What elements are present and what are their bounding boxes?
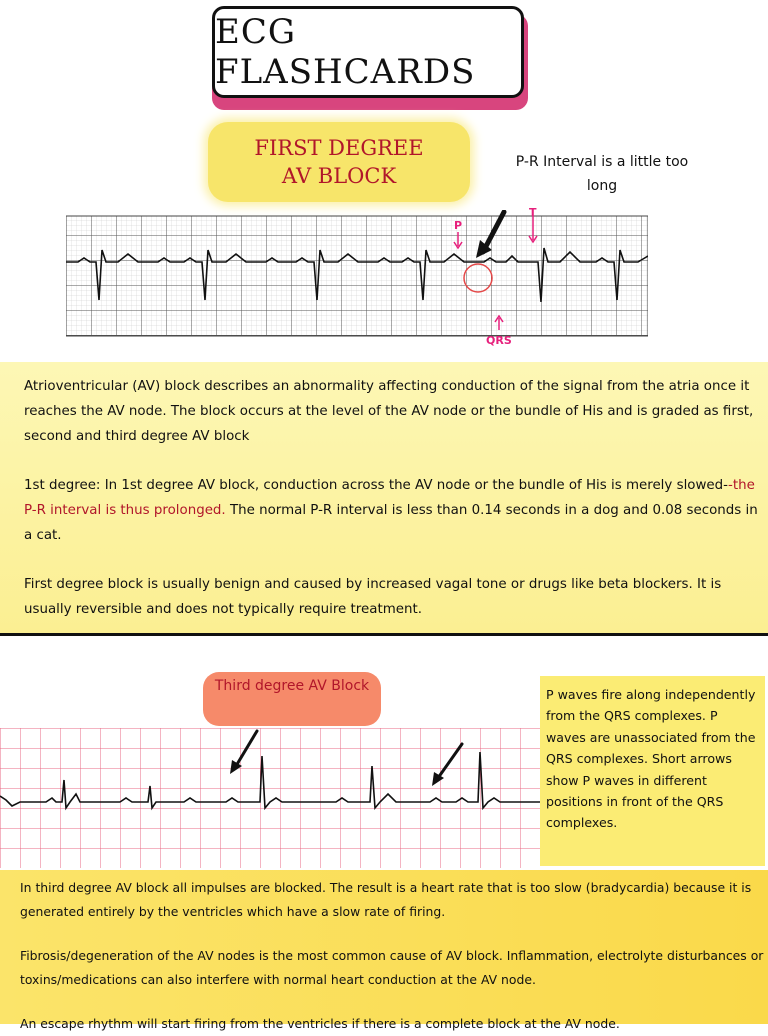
third-degree-label: Third degree AV Block	[203, 672, 381, 726]
pr-interval-annotation: P-R Interval is a little too long	[515, 154, 689, 194]
third-degree-title: Third degree AV Block	[214, 678, 370, 694]
p-wave-arrow	[234, 729, 259, 768]
page-title: ECG FLASHCARDS	[215, 12, 476, 92]
p-wave-explanation: P waves fire along independently from th…	[546, 687, 756, 831]
p-marker-label: P	[454, 219, 463, 232]
t-marker-label: T	[529, 206, 537, 219]
third-degree-description: In third degree AV block all impulses ar…	[0, 870, 768, 1031]
pointer-arrow	[480, 210, 507, 255]
third-degree-definition: In third degree AV block all impulses ar…	[20, 880, 752, 919]
first-degree-label: FIRST DEGREE AV BLOCK	[208, 122, 470, 202]
av-block-causes: Fibrosis/degeneration of the AV nodes is…	[20, 948, 764, 987]
ecg-trace-first-degree	[66, 247, 648, 303]
first-degree-definition: 1st degree: In 1st degree AV block, cond…	[24, 478, 758, 543]
av-block-intro: Atrioventricular (AV) block describes an…	[24, 379, 754, 444]
first-degree-title: FIRST DEGREE AV BLOCK	[254, 136, 424, 188]
ecg-strip-first-degree	[66, 210, 648, 337]
title-card: ECG FLASHCARDS	[212, 6, 524, 98]
first-degree-prognosis: First degree block is usually benign and…	[24, 577, 722, 617]
escape-rhythm-note: An escape rhythm will start firing from …	[20, 1016, 620, 1031]
first-degree-description: Atrioventricular (AV) block describes an…	[0, 362, 768, 636]
ecg-trace-third-degree	[0, 751, 540, 811]
third-degree-side-note: P waves fire along independently from th…	[540, 676, 765, 866]
qrs-marker-label: QRS	[486, 334, 512, 347]
pr-interval-circle	[463, 263, 493, 293]
pr-prolonged-highlight: -the P-R interval is thus prolonged.	[24, 478, 755, 518]
ecg-strip-third-degree	[0, 728, 540, 868]
p-wave-arrow	[436, 742, 464, 780]
